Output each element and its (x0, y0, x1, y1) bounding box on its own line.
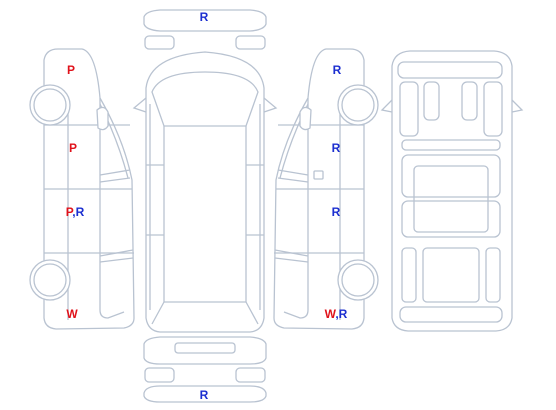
right-side-outline (273, 48, 379, 330)
code-right-front-door: R (331, 141, 341, 155)
rear-bumper-outline (143, 385, 267, 403)
code-right-rear-quarter-2: R (338, 307, 348, 321)
code-left-rear-door-2: R (75, 205, 85, 219)
code-separator: , (335, 307, 339, 321)
rear-lights-outline (144, 367, 266, 383)
code-left-rear-quarter: W (66, 307, 78, 321)
code-left-rear-door-1: P (65, 205, 73, 219)
marker-left-rear-quarter: W (66, 307, 77, 321)
code-right-rear-door: R (331, 205, 341, 219)
left-side-outline (29, 48, 135, 330)
code-right-rear-quarter-1: W (324, 307, 336, 321)
code-left-front-fender: P (66, 63, 76, 77)
roof-view-outline (132, 51, 278, 333)
marker-right-front-door: R (332, 141, 341, 155)
interior-floor-outline (380, 50, 524, 332)
code-separator: , (72, 205, 76, 219)
marker-left-rear-door: P,R (66, 205, 84, 219)
marker-right-rear-door: R (332, 205, 341, 219)
marker-left-front-door: P (69, 141, 77, 155)
rear-hatch-outline (143, 336, 267, 365)
code-front-bumper: R (199, 10, 209, 24)
marker-left-front-fender: P (67, 63, 75, 77)
code-left-front-door: P (68, 141, 78, 155)
code-rear-bumper: R (199, 388, 209, 402)
front-bumper-outline (143, 9, 267, 32)
marker-rear-bumper: R (200, 388, 209, 402)
front-lights-outline (144, 35, 266, 50)
marker-front-bumper: R (200, 10, 209, 24)
marker-right-rear-quarter: W,R (325, 307, 348, 321)
marker-right-front-fender: R (333, 63, 342, 77)
code-right-front-fender: R (332, 63, 342, 77)
